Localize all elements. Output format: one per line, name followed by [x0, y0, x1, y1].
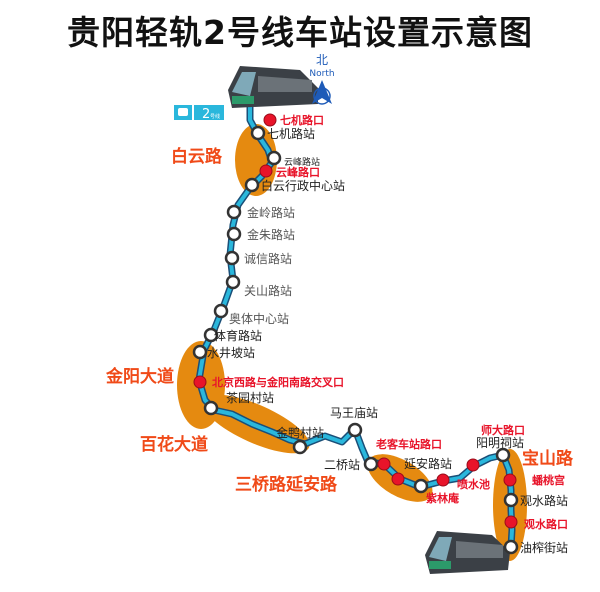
intersection-label: 紫林庵 — [426, 491, 460, 505]
road-label: 三桥路延安路 — [235, 474, 338, 495]
station-label: 延安路站 — [404, 456, 452, 471]
station-dot[interactable] — [226, 204, 242, 220]
station-dot[interactable] — [495, 447, 511, 463]
station-dot[interactable] — [225, 274, 241, 290]
station-dot[interactable] — [363, 456, 379, 472]
intersection-label: 蟠桃宫 — [532, 473, 565, 487]
station-label: 马王庙站 — [330, 406, 378, 420]
station-dot[interactable] — [192, 344, 208, 360]
road-label: 金阳大道 — [105, 366, 174, 387]
station-label: 白云行政中心站 — [261, 178, 345, 193]
station-dot[interactable] — [226, 226, 242, 242]
station-dot[interactable] — [213, 303, 229, 319]
station-label: 奥体中心站 — [229, 311, 289, 326]
intersection-dot[interactable] — [466, 458, 480, 472]
intersection-dot[interactable] — [259, 164, 273, 178]
station-dot[interactable] — [224, 250, 240, 266]
station-dot[interactable] — [503, 492, 519, 508]
train-icon-top — [228, 66, 318, 108]
intersection-label: 喷水池 — [457, 477, 490, 491]
line-suffix: 号线 — [210, 113, 220, 120]
station-dot[interactable] — [413, 478, 429, 494]
intersection-label: 观水路口 — [524, 517, 568, 531]
station-label: 油榨街站 — [520, 540, 568, 555]
bus-icon — [178, 108, 188, 116]
station-label: 阳明祠站 — [476, 436, 524, 450]
intersection-dot[interactable] — [377, 457, 391, 471]
road-label: 宝山路 — [522, 448, 574, 469]
intersection-dot[interactable] — [263, 113, 277, 127]
station-dot[interactable] — [292, 439, 308, 455]
station-label: 体育路站 — [214, 328, 262, 343]
station-label: 诚信路站 — [244, 251, 292, 266]
compass-en: North — [309, 69, 334, 79]
intersection-dot[interactable] — [391, 472, 405, 486]
station-label: 茶园村站 — [226, 390, 274, 405]
road-label: 白云路 — [171, 146, 223, 167]
intersection-dot[interactable] — [436, 473, 450, 487]
compass-cn: 北 — [316, 53, 328, 67]
station-label: 云峰路站 — [284, 156, 320, 168]
station-dot[interactable] — [266, 150, 282, 166]
station-dot[interactable] — [250, 125, 266, 141]
map-title: 贵阳轻轨2号线车站设置示意图 — [67, 13, 533, 52]
train-icon-bottom — [425, 531, 510, 574]
line-number: 2 — [202, 107, 210, 122]
station-dot[interactable] — [203, 327, 219, 343]
intersection-label: 师大路口 — [481, 423, 525, 437]
station-label: 水井坡站 — [207, 346, 255, 360]
station-label: 二桥站 — [324, 458, 360, 472]
station-label: 关山路站 — [244, 283, 292, 298]
station-label: 七机路站 — [267, 126, 315, 141]
intersection-label: 云峰路口 — [276, 165, 320, 179]
station-label: 观水路站 — [520, 493, 568, 508]
station-label: 金岭路站 — [247, 205, 295, 220]
route-line-inner — [197, 105, 514, 548]
station-dot[interactable] — [503, 539, 519, 555]
station-dot[interactable] — [347, 422, 363, 438]
line-2-badge: 2 号线 — [174, 105, 224, 122]
road-label: 百花大道 — [140, 434, 208, 455]
intersection-label: 北京西路与金阳南路交叉口 — [212, 375, 344, 389]
intersection-dot[interactable] — [504, 515, 518, 529]
station-dot[interactable] — [203, 400, 219, 416]
north-arrow-icon — [312, 80, 332, 104]
station-dot[interactable] — [244, 177, 260, 193]
station-label: 金朱路站 — [247, 227, 295, 242]
intersection-label: 七机路口 — [280, 113, 324, 127]
intersection-label: 老客车站路口 — [375, 437, 442, 451]
intersection-dot[interactable] — [193, 375, 207, 389]
station-label: 金鸭村站 — [276, 425, 324, 440]
intersection-dot[interactable] — [503, 473, 517, 487]
